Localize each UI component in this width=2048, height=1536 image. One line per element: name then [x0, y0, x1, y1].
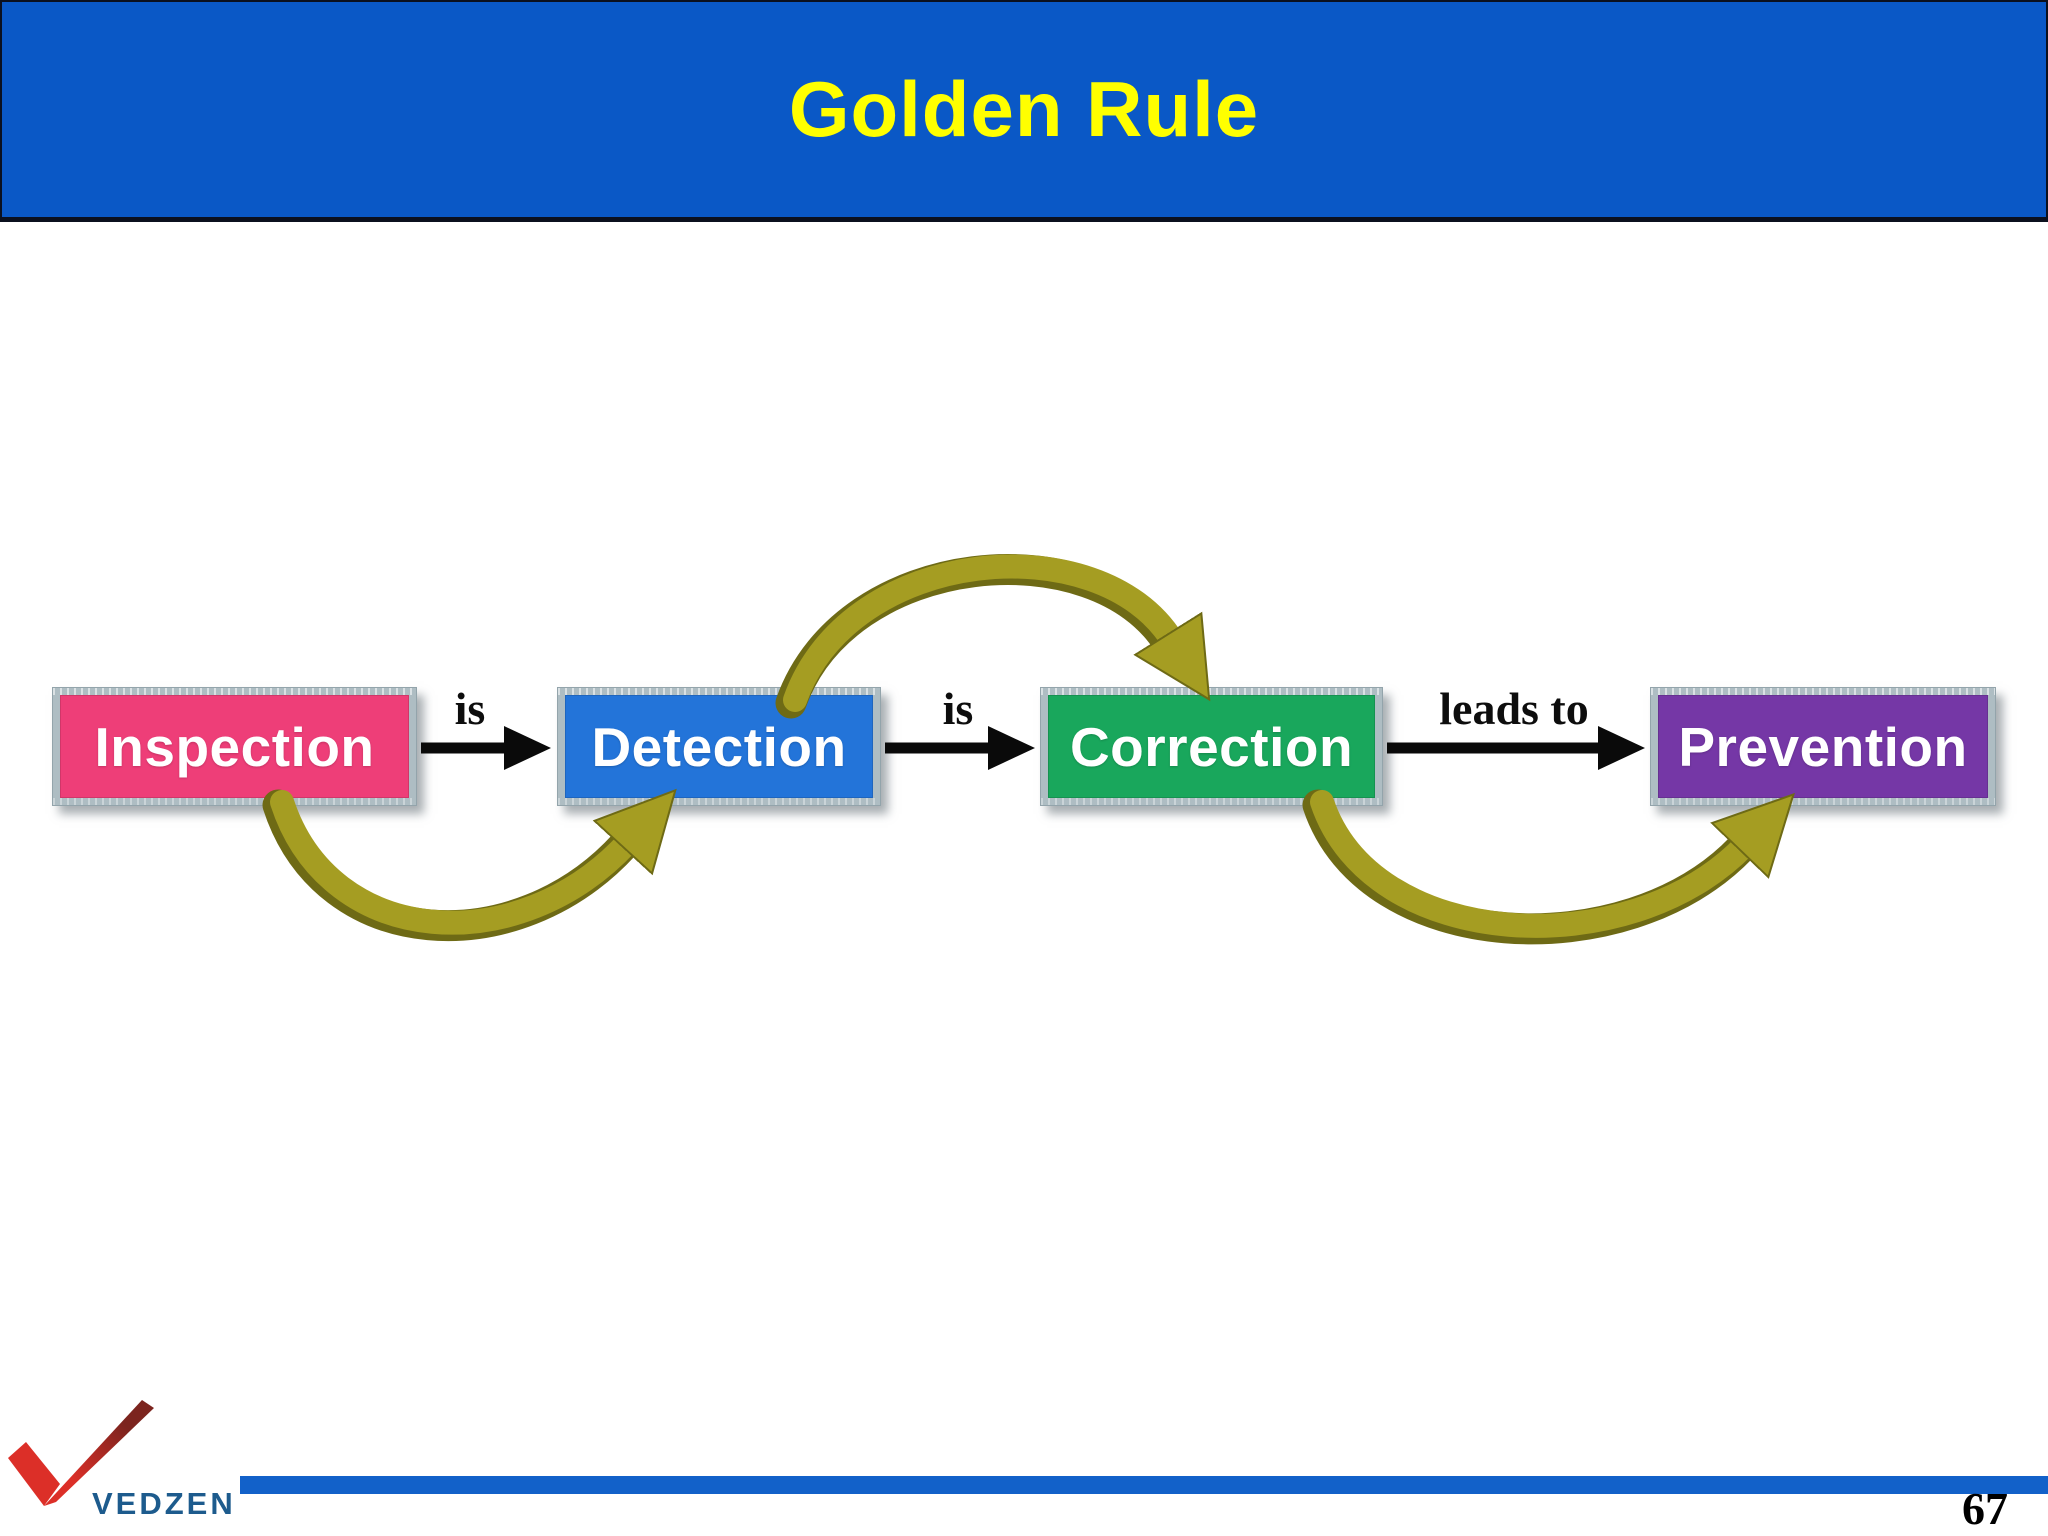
node-inspection-label: Inspection: [94, 715, 375, 778]
page-number: 67: [1962, 1483, 2008, 1534]
loop-arrow-shadows: [262, 554, 1757, 945]
loop-arrow-detection-to-correction: [783, 554, 1211, 712]
loop-arrow-inspection-to-detection: [270, 788, 677, 935]
node-inspection: Inspection: [52, 687, 417, 806]
footer-divider-bar: [240, 1476, 2048, 1494]
node-inspection-fill: Inspection: [60, 695, 409, 798]
header-banner: Golden Rule: [0, 0, 2048, 222]
node-prevention-label: Prevention: [1678, 715, 1968, 778]
edge-label-leads-to: leads to: [1439, 683, 1589, 734]
brand-name: VEDZEN: [92, 1486, 236, 1521]
node-correction: Correction: [1040, 687, 1383, 806]
node-detection: Detection: [557, 687, 881, 806]
loop-arrow-correction-to-prevention: [1310, 790, 1796, 938]
node-detection-fill: Detection: [565, 695, 873, 798]
node-prevention: Prevention: [1650, 687, 1996, 806]
edge-label-is-2: is: [942, 683, 974, 734]
node-prevention-fill: Prevention: [1658, 695, 1988, 798]
node-correction-fill: Correction: [1048, 695, 1375, 798]
page-title: Golden Rule: [788, 65, 1260, 153]
node-detection-label: Detection: [591, 715, 847, 778]
edge-label-is-1: is: [454, 683, 486, 734]
node-correction-label: Correction: [1069, 715, 1354, 778]
vedzen-checkmark-icon: [8, 1400, 154, 1506]
